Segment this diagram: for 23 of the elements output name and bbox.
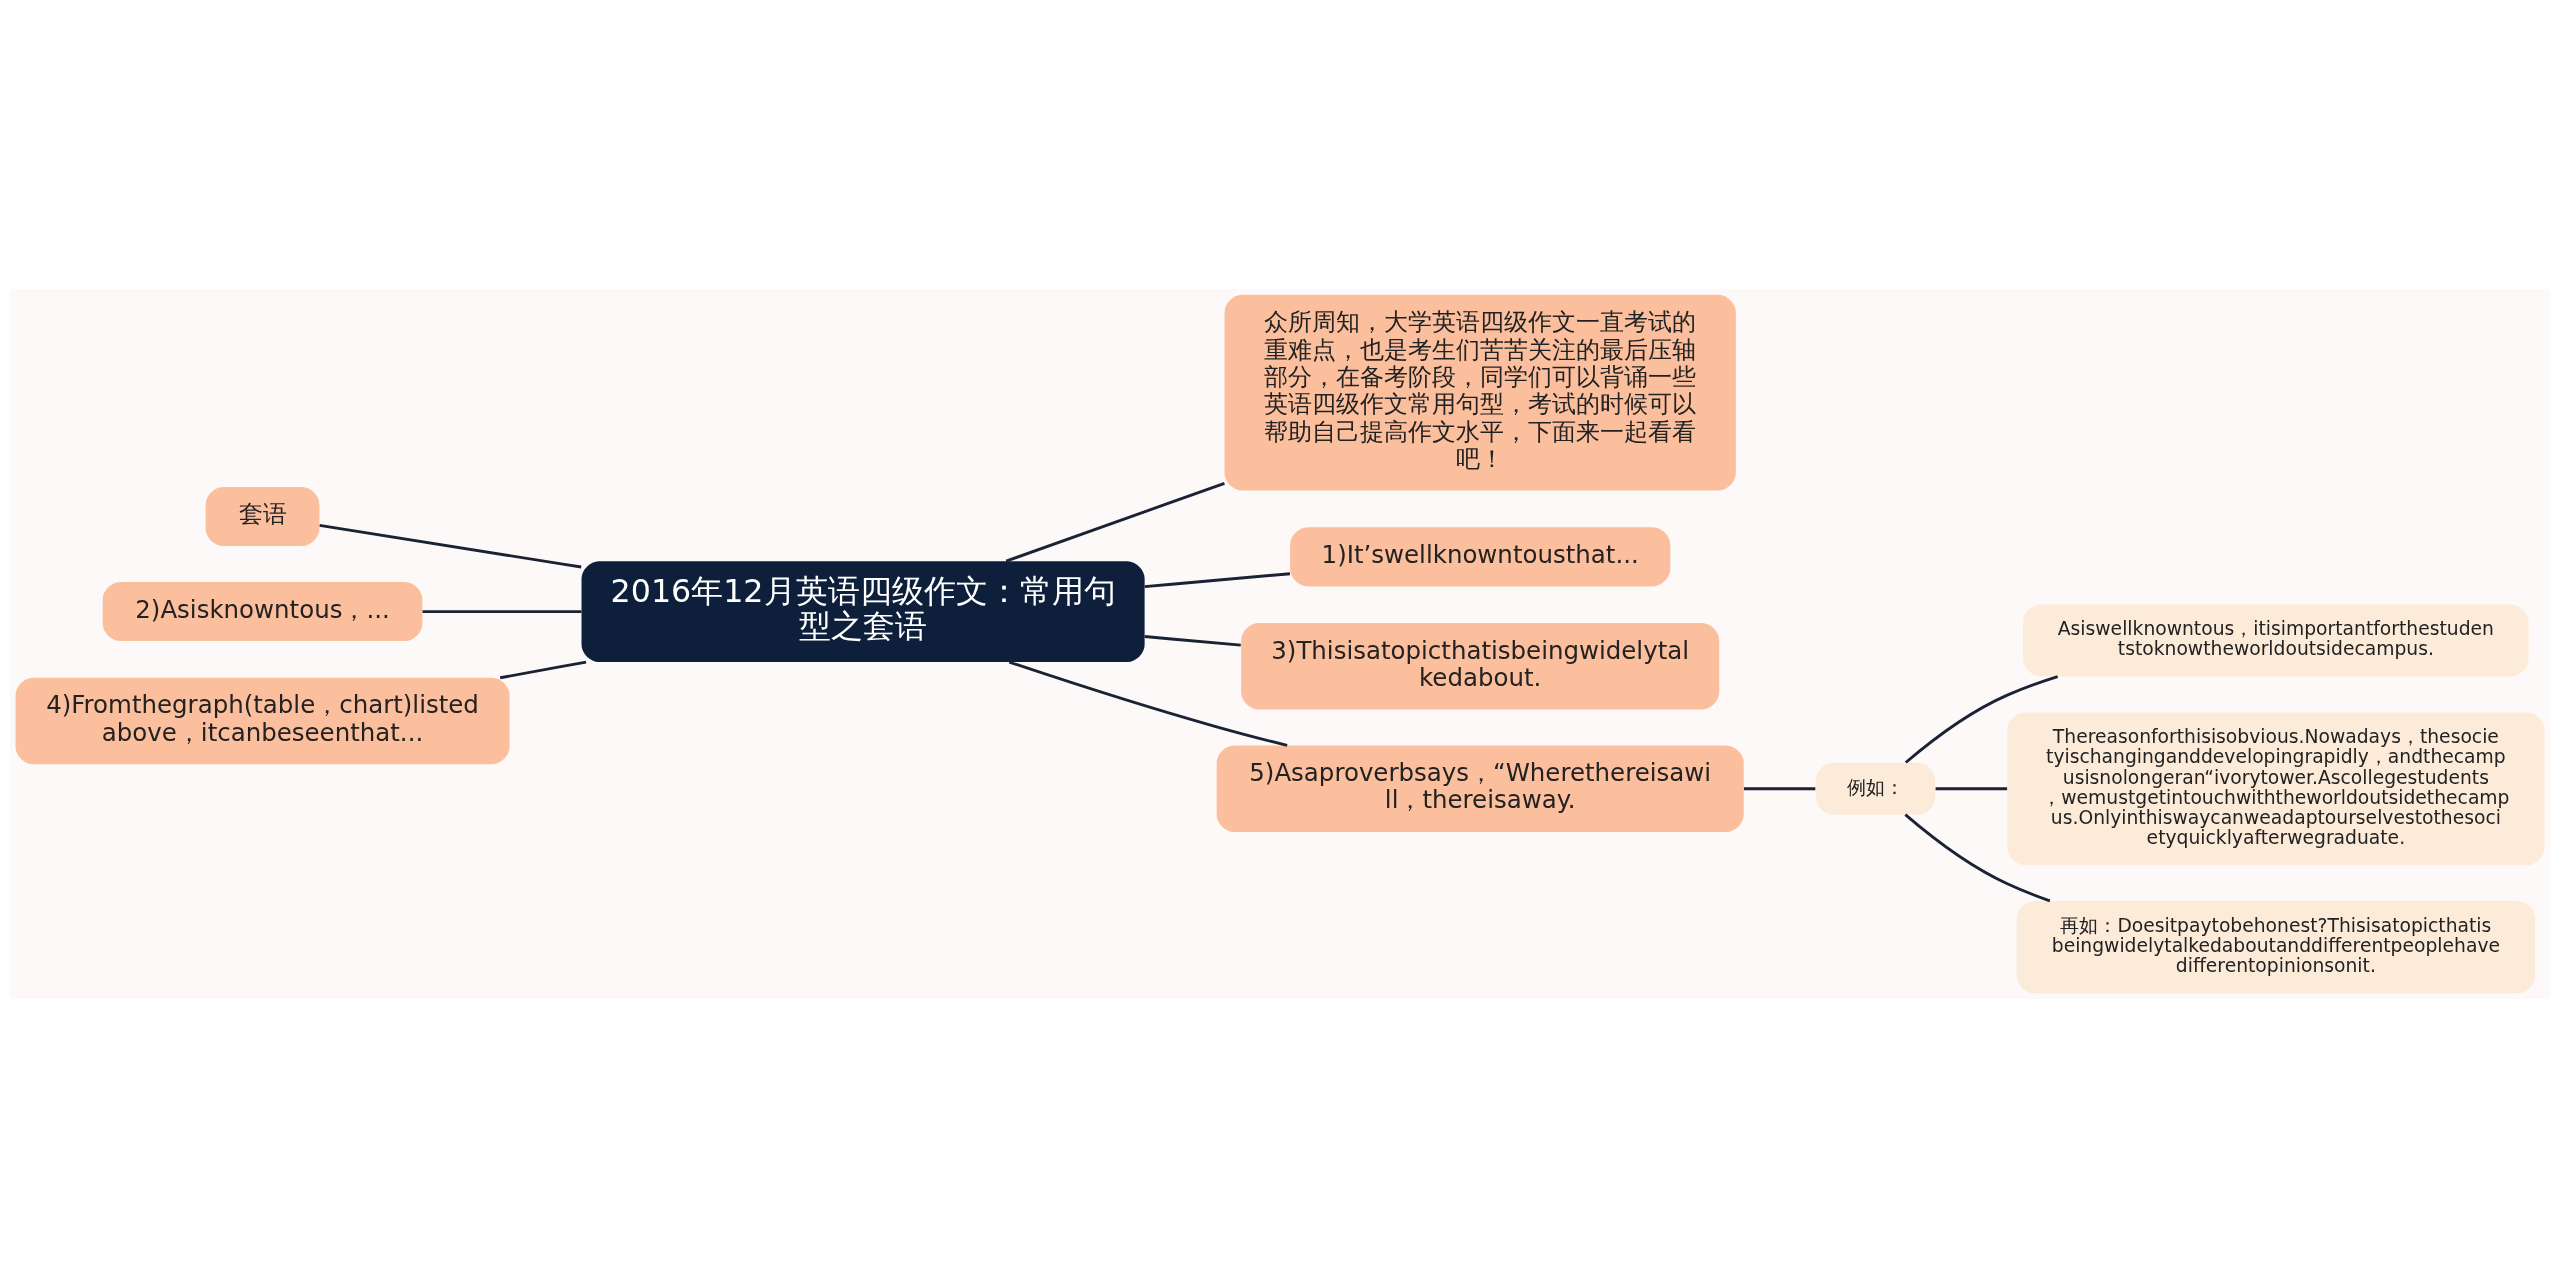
node-box: 3)Thisisatopicthatisbeingwidelytalkedabout. [1241,623,1720,710]
connector [1005,481,1225,563]
node-box: 众所周知，大学英语四级作文一直考试的重难点，也是考生们苦苦关注的最后压轴部分，在备考阶段，同学们可以背诵一些英语四级作文常用句型，考试的时候可以帮助自己提高作文水平，下面来一起看看吧！ [1224,294,1736,491]
connector [1904,813,2051,903]
connector [422,610,582,614]
node-box: Thereasonforthisisobvious.Nowadays，thesocietyischanginganddevelopingrapidly，andthecampusisnolongeran“ivorytower.Ascollegestudents，wemustgetintouchwiththeworldoutsidethecampus.Onlyinthiswaycanweadaptourselvestothesocietyquicklyafterwegraduate. [2007,712,2545,866]
node-box: 例如： [1815,762,1936,815]
node-box: 1)It’swellknowntousthat... [1290,527,1671,587]
connector [319,523,582,569]
node-box: Asiswellknowntous，itisimportantforthestudentstoknowtheworldoutsidecampus. [2023,604,2529,677]
connector [499,660,587,680]
connector [1743,787,1816,791]
node-box: 2016年12月英语四级作文：常用句型之套语 [581,561,1145,662]
connector [1008,660,1288,747]
node-box: 4)Fromthegraph(table，chart)listedabove，itcanbeseenthat... [15,677,510,765]
connector [1935,787,2008,791]
connector [1144,635,1241,647]
connector [1904,675,2059,764]
node-box: 5)Asaproverbsays，“Wherethereisawill，thereisaway. [1216,745,1744,832]
node-box: 套语 [205,487,320,547]
node-box: 2)Asisknowntous，... [102,582,423,642]
connector [1144,572,1291,589]
node-box: 再如：Doesitpaytobehonest?Thisisatopicthatisbeingwidelytalkedaboutanddifferentpeoplehavedifferentopinionsonit. [2016,901,2536,994]
